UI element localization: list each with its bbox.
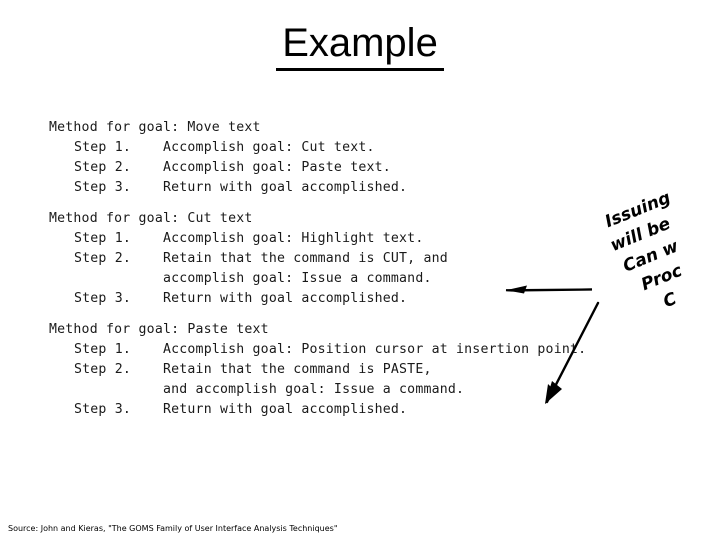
goms-step-line: Step 2. Retain that the command is PASTE, (49, 360, 689, 380)
step-text: Accomplish goal: Paste text. (163, 160, 391, 175)
step-continuation-line: and accomplish goal: Issue a command. (163, 382, 465, 397)
goms-step-line: Step 1. Accomplish goal: Cut text. (49, 138, 689, 158)
step-text: Retain that the command is PASTE, (163, 362, 432, 377)
step-label: Step 1. (74, 140, 131, 155)
step-label: Step 2. (74, 160, 131, 175)
goms-step-line: Step 1. Accomplish goal: Highlight text. (49, 229, 689, 249)
step-label: Step 2. (74, 362, 131, 377)
goms-step-line: Step 3. Return with goal accomplished. (49, 178, 689, 198)
step-text: Accomplish goal: Position cursor at inse… (163, 342, 587, 357)
step-label: Step 3. (74, 180, 131, 195)
page-title: Example (276, 20, 444, 71)
goms-step-line: Step 3. Return with goal accomplished. (49, 400, 689, 420)
goms-step-line: Step 3. Return with goal accomplished. (49, 289, 689, 309)
step-text: Accomplish goal: Cut text. (163, 140, 375, 155)
method-header-line: Method for goal: Cut text (49, 211, 253, 226)
step-text: Retain that the command is CUT, and (163, 251, 448, 266)
goms-step-line: Step 2. Retain that the command is CUT, a… (49, 249, 689, 269)
goms-step-line: Step 1. Accomplish goal: Position cursor … (49, 340, 689, 360)
step-label: Step 1. (74, 231, 131, 246)
step-text: Accomplish goal: Highlight text. (163, 231, 424, 246)
step-continuation-line: accomplish goal: Issue a command. (163, 271, 432, 286)
source-credit: Source: John and Kieras, "The GOMS Famil… (8, 524, 338, 533)
title-container: Example (0, 20, 720, 71)
step-label: Step 3. (74, 402, 131, 417)
step-text: Return with goal accomplished. (163, 402, 408, 417)
step-text: Return with goal accomplished. (163, 291, 408, 306)
goms-step-line: Step 2. Accomplish goal: Paste text. (49, 158, 689, 178)
method-header-line: Method for goal: Move text (49, 120, 261, 135)
step-label: Step 1. (74, 342, 131, 357)
method-header-line: Method for goal: Paste text (49, 322, 269, 337)
step-label: Step 3. (74, 291, 131, 306)
step-label: Step 2. (74, 251, 131, 266)
step-text: Return with goal accomplished. (163, 180, 408, 195)
